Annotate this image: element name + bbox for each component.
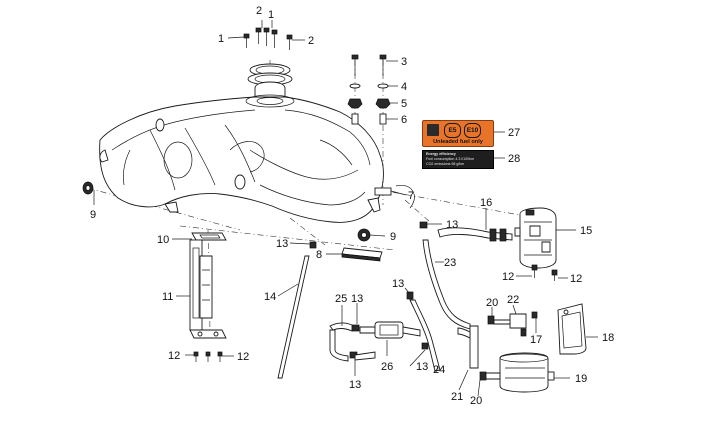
fuel-pump — [514, 207, 557, 269]
callout-28: 28 — [508, 153, 520, 165]
callout-5: 5 — [401, 98, 407, 110]
callout-8: 8 — [316, 249, 322, 261]
fuel-type-label: E5 E10 Unleaded fuel only — [422, 120, 494, 147]
callout-1-top: 1 — [268, 9, 274, 21]
efficiency-label-emissions: CO2 emissions 98 g/km — [426, 162, 465, 166]
callout-14: 14 — [264, 291, 276, 303]
efficiency-label-title: Energy efficiency — [426, 152, 456, 156]
callout-22: 22 — [507, 294, 519, 306]
evap-canister — [457, 313, 555, 393]
drain-hose — [277, 255, 310, 379]
callout-18: 18 — [602, 332, 614, 344]
fuel-hoses — [409, 227, 513, 372]
callout-12-right: 12 — [237, 351, 249, 363]
callout-21: 21 — [451, 391, 463, 403]
callout-numbers: 1 1 2 2 3 4 5 6 7 8 9 9 10 11 12 12 12 1… — [90, 5, 614, 407]
sender-screws — [193, 351, 223, 362]
fuel-level-sender — [189, 232, 227, 339]
callout-13-filter-top: 13 — [351, 293, 363, 305]
callout-1-left: 1 — [218, 33, 224, 45]
callout-16: 16 — [480, 197, 492, 209]
callout-17: 17 — [530, 334, 542, 346]
callout-9-right: 9 — [390, 231, 396, 243]
mounting-hardware — [347, 54, 391, 125]
hose-clips — [309, 221, 429, 359]
callout-15: 15 — [580, 225, 592, 237]
e5-badge: E5 — [444, 123, 461, 138]
callout-4: 4 — [401, 81, 407, 93]
callout-24: 24 — [433, 364, 445, 376]
callout-13-tank: 13 — [276, 238, 288, 250]
canister-bracket — [557, 303, 587, 355]
leader-lines — [93, 20, 598, 397]
callout-12-pump-left: 12 — [502, 271, 514, 283]
tank-pad — [341, 247, 383, 262]
callout-6: 6 — [401, 114, 407, 126]
callout-23: 23 — [444, 257, 456, 269]
callout-2-right: 2 — [308, 35, 314, 47]
pump-screws — [531, 264, 558, 319]
callout-20-top: 20 — [486, 297, 498, 309]
tank-cap-bolts — [243, 27, 293, 50]
callout-9-left: 9 — [90, 209, 96, 221]
callout-13-elbow: 13 — [392, 278, 404, 290]
callout-2-top: 2 — [256, 5, 262, 17]
fuel-label-caption: Unleaded fuel only — [433, 139, 483, 145]
callout-11: 11 — [162, 291, 173, 303]
fuel-filter-line — [329, 321, 421, 362]
callout-12-pump-right: 12 — [570, 273, 582, 285]
e10-badge: E10 — [464, 123, 481, 138]
energy-efficiency-label: Energy efficiency Fuel consumption 4.3 l… — [422, 150, 494, 169]
callout-25: 25 — [335, 293, 347, 305]
callout-20-bottom: 20 — [470, 395, 482, 407]
callout-3: 3 — [401, 56, 407, 68]
callout-12-left: 12 — [168, 350, 180, 362]
callout-26: 26 — [381, 361, 393, 373]
fuel-pump-icon — [427, 124, 439, 136]
callout-13-hose: 13 — [446, 219, 458, 231]
efficiency-label-consumption: Fuel consumption 4.3 l/100km — [426, 157, 474, 161]
callout-13-filter-bottom: 13 — [349, 379, 361, 391]
callout-27: 27 — [508, 127, 520, 139]
callout-7: 7 — [408, 190, 414, 202]
fuel-tank — [99, 81, 392, 223]
grommets — [82, 181, 371, 242]
callout-10: 10 — [157, 234, 169, 246]
callout-13-filter-right: 13 — [416, 361, 428, 373]
callout-19: 19 — [575, 373, 587, 385]
